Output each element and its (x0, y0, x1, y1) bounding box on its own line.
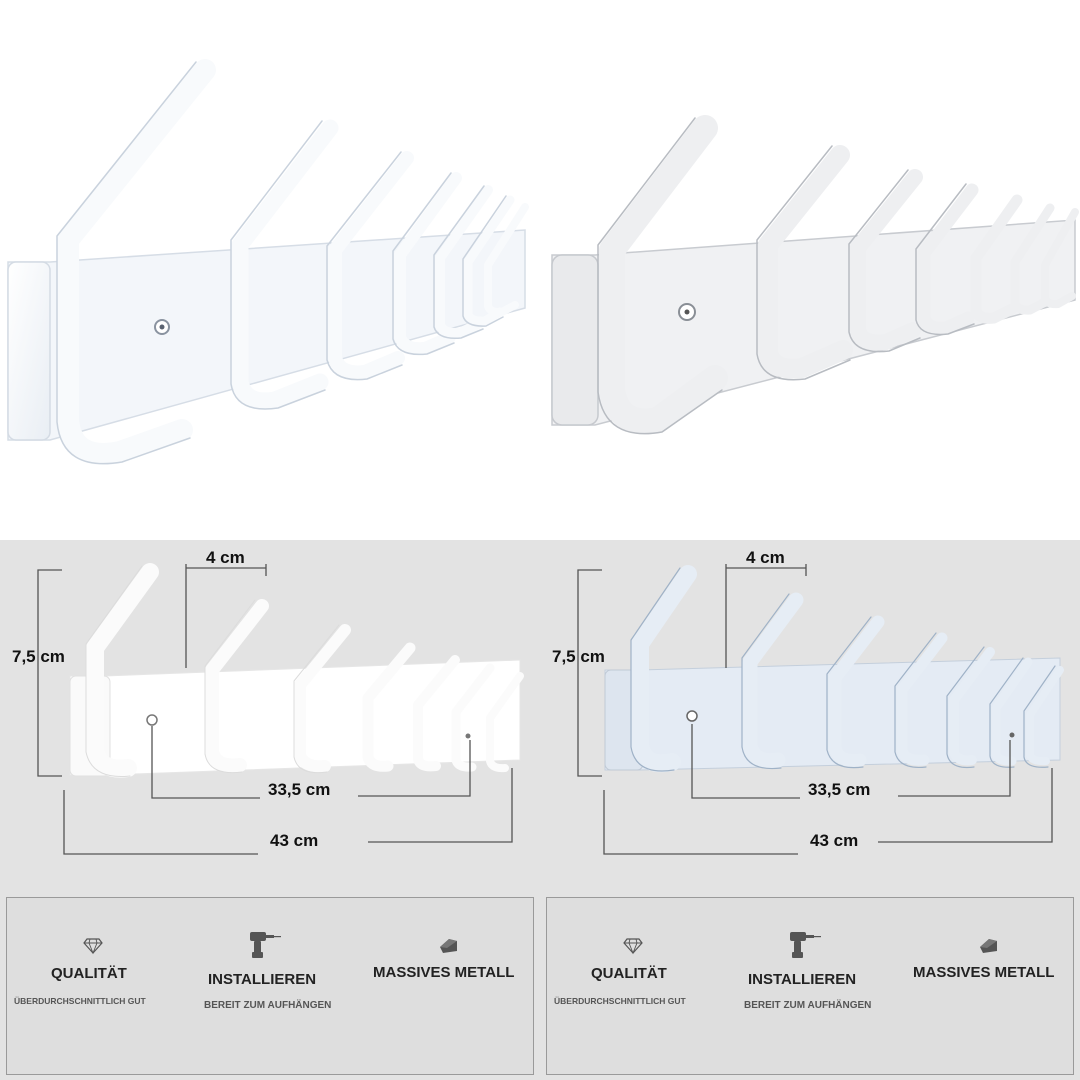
product-photo-area (7, 59, 1079, 465)
feature-subtitle-install: BEREIT ZUM AUFHÄNGEN (204, 1000, 332, 1011)
feature-subtitle-quality: ÜBERDURCHSCHNITTLICH GUT (554, 996, 686, 1006)
feature-title-install: INSTALLIEREN (208, 971, 317, 988)
drill-icon (790, 932, 821, 958)
feature-title-metal: MASSIVES METALL (373, 964, 515, 981)
dimension-feature-area: 4 cm 7,5 cm 33,5 cm 43 cm (0, 540, 1080, 1080)
dimension-drawing-blue (577, 564, 1064, 855)
coat-rack-white-photo (7, 59, 529, 465)
feature-subtitle-install: BEREIT ZUM AUFHÄNGEN (744, 1000, 872, 1011)
metal-block-icon (440, 939, 457, 953)
dimension-drawing-white (37, 563, 524, 855)
feature-panel-right: QUALITÄT ÜBERDURCHSCHNITTLICH GUT INSTAL… (546, 897, 1074, 1075)
spacing-label: 4 cm (746, 548, 785, 567)
feature-title-metal: MASSIVES METALL (913, 964, 1055, 981)
hole-distance-label: 33,5 cm (808, 780, 871, 799)
feature-subtitle-quality: ÜBERDURCHSCHNITTLICH GUT (14, 996, 146, 1006)
diamond-icon (83, 938, 103, 955)
drill-icon (250, 932, 281, 958)
hole-distance-label: 33,5 cm (268, 780, 331, 799)
feature-title-install: INSTALLIEREN (748, 971, 857, 988)
feature-title-quality: QUALITÄT (591, 965, 667, 982)
coat-rack-gray-photo (551, 115, 1079, 435)
height-label: 7,5 cm (552, 647, 605, 666)
feature-title-quality: QUALITÄT (51, 965, 127, 982)
feature-panel-left: QUALITÄT ÜBERDURCHSCHNITTLICH GUT INSTAL… (6, 897, 534, 1075)
spacing-label: 4 cm (206, 548, 245, 567)
height-label: 7,5 cm (12, 647, 65, 666)
total-length-label: 43 cm (270, 831, 319, 850)
diamond-icon (623, 938, 643, 955)
total-length-label: 43 cm (810, 831, 859, 850)
metal-block-icon (980, 939, 997, 953)
